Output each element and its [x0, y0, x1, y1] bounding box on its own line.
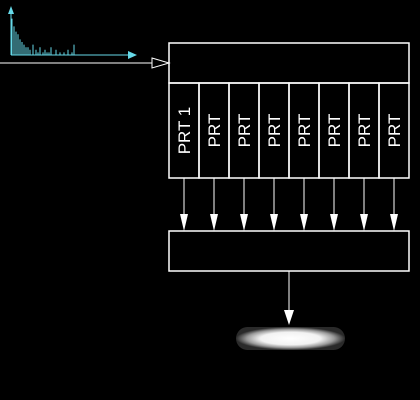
prt-column-label: PRT [325, 114, 344, 148]
prt-arrowhead [390, 214, 398, 231]
prt-arrowhead [210, 214, 218, 231]
prt-column-label: PRT [235, 114, 254, 148]
prt-arrows [180, 178, 398, 231]
prt-column-label: PRT [355, 114, 374, 148]
input-arrowhead [151, 57, 171, 69]
prt-column-label: PRT [205, 114, 224, 148]
prt-column-label: PRT 1 [175, 107, 194, 155]
prt-columns: PRT 1 PRT PRT PRT PRT PRT PRT PRT [168, 82, 410, 179]
prt-arrowhead [330, 214, 338, 231]
top-block [168, 42, 410, 84]
prt-column-label: PRT [295, 114, 314, 148]
prt-arrowhead [300, 214, 308, 231]
spectrum-waveform-icon [8, 6, 137, 59]
prt-column-label: PRT [385, 114, 404, 148]
spectrum-x-arrowhead [128, 51, 137, 59]
output-arrowhead [284, 310, 294, 325]
glowing-pill-output-icon [236, 327, 345, 350]
bottom-block [168, 230, 410, 272]
prt-arrowhead [360, 214, 368, 231]
prt-arrowhead [180, 214, 188, 231]
prt-arrowhead [270, 214, 278, 231]
prt-arrowhead [240, 214, 248, 231]
spectrum-y-arrowhead [8, 6, 14, 14]
prt-column-label: PRT [265, 114, 284, 148]
